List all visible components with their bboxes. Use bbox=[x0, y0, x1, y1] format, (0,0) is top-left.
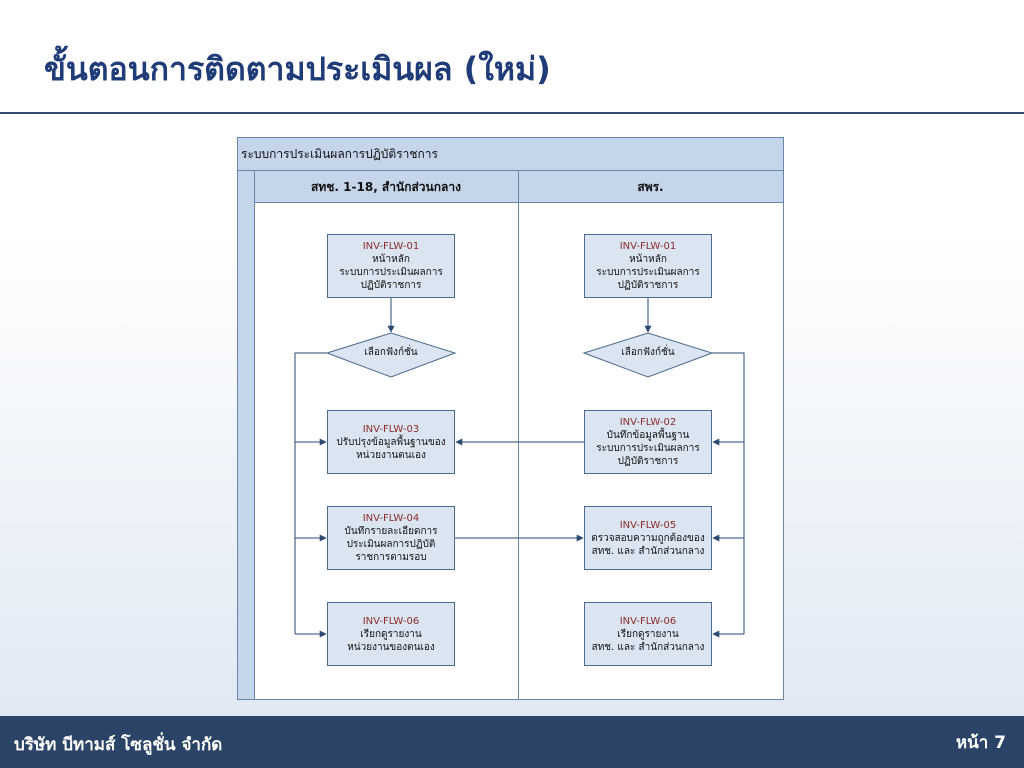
box-line: หน่วยงานของตนเอง bbox=[347, 641, 435, 653]
pool-title: ระบบการประเมินผลการปฏิบัติราชการ bbox=[241, 147, 438, 161]
box-line: ประเมินผลการปฏิบัติ bbox=[346, 539, 436, 550]
box-line: ระบบการประเมินผลการ bbox=[596, 443, 700, 454]
right-decision-label: เลือกฟังก์ชั่น bbox=[621, 347, 675, 358]
connector-right-bus bbox=[712, 352, 745, 634]
left-main-box: INV-FLW-01 หน้าหลัก ระบบการประเมินผลการ … bbox=[327, 234, 455, 298]
pool-side-band bbox=[237, 170, 255, 700]
page-number: หน้า 7 bbox=[955, 733, 1006, 753]
box-line: สทช. และ สำนักส่วนกลาง bbox=[591, 641, 705, 653]
box-line: ตรวจสอบความถูกต้องของ bbox=[591, 532, 705, 544]
lane-header-left bbox=[254, 170, 519, 203]
left-decision-diamond bbox=[325, 332, 457, 378]
box-code: INV-FLW-06 bbox=[362, 615, 420, 627]
box-line: เรียกดูรายงาน bbox=[617, 628, 679, 640]
box-line: หน้าหลัก bbox=[629, 254, 667, 265]
box-code: INV-FLW-04 bbox=[362, 513, 420, 524]
pool-header bbox=[237, 137, 784, 171]
lane-title-right: สพร. bbox=[637, 180, 664, 194]
title-divider bbox=[0, 112, 1024, 114]
slide-title: ขั้นตอนการติดตามประเมินผล (ใหม่) bbox=[44, 50, 551, 88]
box-line: ราชการตามรอบ bbox=[355, 552, 427, 563]
box-line: เรียกดูรายงาน bbox=[360, 628, 422, 640]
box-line: ปรับปรุงข้อมูลพื้นฐานของ bbox=[336, 436, 446, 448]
left-flw04-box: INV-FLW-04 บันทึกรายละเอียดการ ประเมินผล… bbox=[327, 506, 455, 570]
box-code: INV-FLW-03 bbox=[362, 423, 420, 435]
box-line: บันทึกรายละเอียดการ bbox=[344, 526, 438, 537]
connector-left-bus bbox=[294, 352, 327, 634]
left-flw06-box: INV-FLW-06 เรียกดูรายงาน หน่วยงานของตนเอ… bbox=[327, 602, 455, 666]
box-code: INV-FLW-01 bbox=[362, 241, 420, 252]
box-line: ปฏิบัติราชการ bbox=[360, 280, 422, 291]
box-code: INV-FLW-02 bbox=[619, 417, 677, 428]
right-main-box: INV-FLW-01 หน้าหลัก ระบบการประเมินผลการ … bbox=[584, 234, 712, 298]
left-decision-label: เลือกฟังก์ชั่น bbox=[364, 347, 418, 358]
box-line: หน้าหลัก bbox=[372, 254, 410, 265]
box-code: INV-FLW-06 bbox=[619, 615, 677, 627]
box-line: หน่วยงานตนเอง bbox=[356, 449, 426, 461]
box-code: INV-FLW-01 bbox=[619, 241, 677, 252]
footer-bar bbox=[0, 716, 1024, 768]
left-flw03-box: INV-FLW-03 ปรับปรุงข้อมูลพื้นฐานของ หน่ว… bbox=[327, 410, 455, 474]
lane-header-right bbox=[518, 170, 784, 203]
box-code: INV-FLW-05 bbox=[619, 519, 677, 531]
footer-company: บริษัท บีทามส์ โซลูชั่น จำกัด bbox=[14, 735, 223, 755]
box-line: ระบบการประเมินผลการ bbox=[339, 267, 443, 278]
lane-title-left: สทช. 1-18, สำนักส่วนกลาง bbox=[311, 180, 461, 194]
box-line: ปฏิบัติราชการ bbox=[617, 456, 679, 467]
right-flw06-box: INV-FLW-06 เรียกดูรายงาน สทช. และ สำนักส… bbox=[584, 602, 712, 666]
box-line: ระบบการประเมินผลการ bbox=[596, 267, 700, 278]
right-flw02-box: INV-FLW-02 บันทึกข้อมูลพื้นฐาน ระบบการปร… bbox=[584, 410, 712, 474]
box-line: บันทึกข้อมูลพื้นฐาน bbox=[606, 430, 690, 441]
box-line: สทช. และ สำนักส่วนกลาง bbox=[591, 545, 705, 557]
box-line: ปฏิบัติราชการ bbox=[617, 280, 679, 291]
right-flw05-box: INV-FLW-05 ตรวจสอบความถูกต้องของ สทช. แล… bbox=[584, 506, 712, 570]
